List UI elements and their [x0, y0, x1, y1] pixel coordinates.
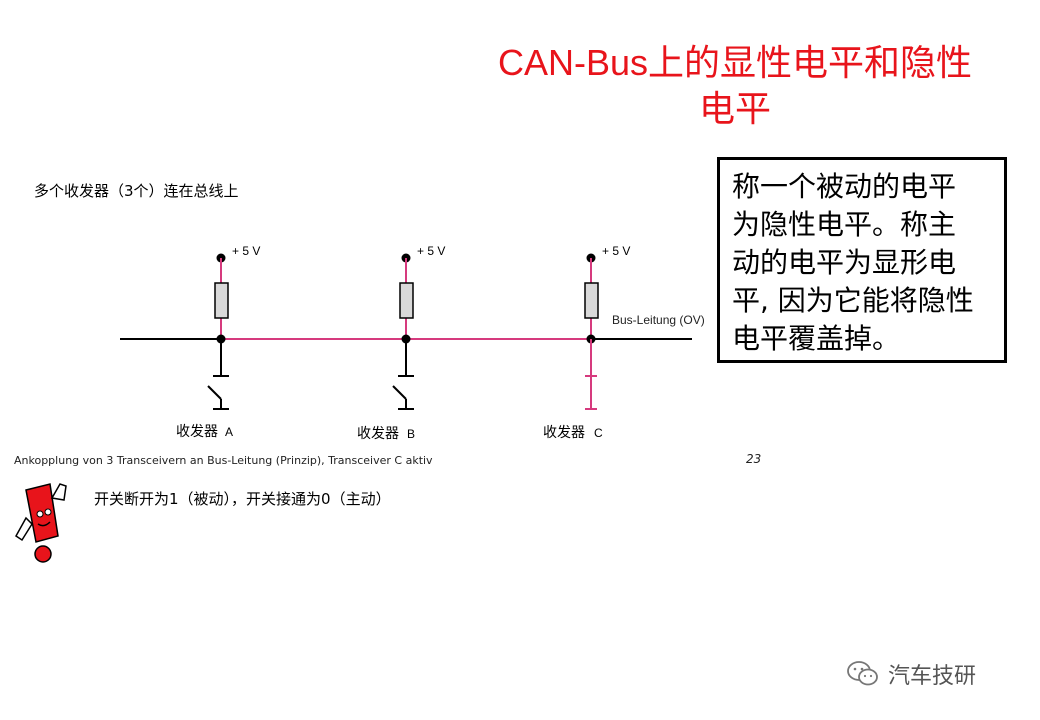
exclamation-mascot-icon — [15, 483, 67, 563]
supply-label-b: + 5 V — [417, 244, 445, 258]
pullup-resistor-a — [214, 282, 229, 319]
switch-blade-b — [392, 385, 407, 400]
transceiver-label-a: 收发器 — [176, 424, 218, 440]
supply-label-c: + 5 V — [602, 244, 630, 258]
wechat-icon — [847, 661, 878, 686]
transceiver-suffix-b: B — [407, 427, 415, 441]
title-line-2: 电平 — [698, 88, 771, 129]
explanation-callout: 称一个被动的电平 为隐性电平。称主 动的电平为显形电 平, 因为它能将隐性 电平… — [717, 157, 1007, 363]
transceiver-c-branch: + 5 V 收发器 C — [543, 244, 630, 441]
switch-blade-a — [207, 385, 222, 400]
transceiver-suffix-c: C — [594, 426, 603, 440]
pullup-resistor-b — [399, 282, 414, 319]
callout-line-5: 电平覆盖掉。 — [732, 322, 901, 355]
transceiver-a-branch: + 5 V 收发器 A — [176, 244, 260, 440]
transceiver-label-c: 收发器 — [543, 425, 585, 441]
figure-caption: Ankopplung von 3 Transceivern an Bus-Lei… — [14, 454, 433, 467]
supply-label-a: + 5 V — [232, 244, 260, 258]
callout-line-1: 称一个被动的电平 — [732, 170, 957, 203]
pullup-resistor-c — [584, 282, 599, 319]
switch-note: 开关断开为1（被动），开关接通为0（主动） — [94, 490, 391, 508]
callout-line-4: 平, 因为它能将隐性 — [732, 284, 974, 317]
bus-label: Bus-Leitung (OV) — [612, 313, 705, 327]
transceiver-b-branch: + 5 V 收发器 B — [357, 244, 445, 442]
callout-line-3: 动的电平为显形电 — [732, 246, 957, 279]
callout-line-2: 为隐性电平。称主 — [732, 208, 957, 241]
watermark: 汽车技研 — [846, 658, 976, 690]
page-number: 23 — [746, 452, 762, 466]
diagram-subtitle: 多个收发器（3个）连在总线上 — [34, 182, 239, 200]
circuit-diagram: + 5 V 收发器 A + 5 V 收发器 B + 5 V 收发 — [120, 244, 705, 442]
transceiver-label-b: 收发器 — [357, 426, 399, 442]
transceiver-suffix-a: A — [225, 425, 233, 439]
watermark-text: 汽车技研 — [888, 664, 977, 689]
title-line-1: CAN-Bus上的显性电平和隐性 — [497, 42, 973, 83]
page-title: CAN-Bus上的显性电平和隐性 电平 — [470, 40, 1000, 132]
